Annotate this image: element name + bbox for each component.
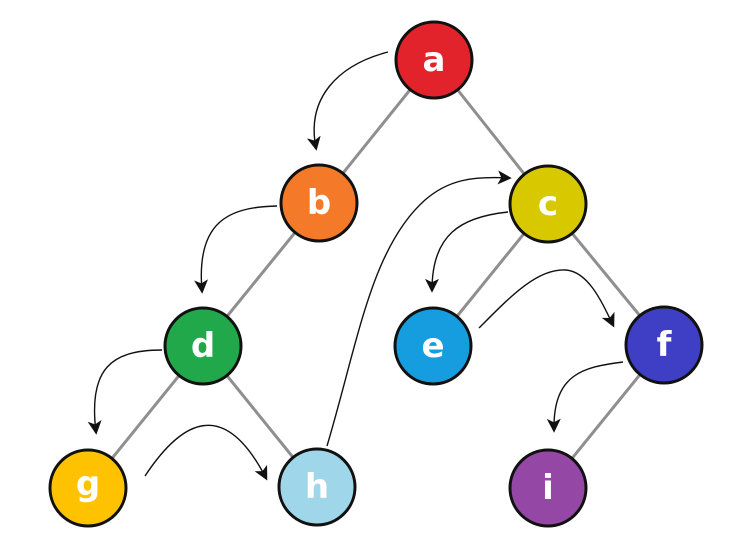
- traversal-arrow-a-to-b: [306, 51, 389, 151]
- traversal-arrow-layer: [87, 51, 624, 481]
- traversal-arrow-d-to-g: [87, 349, 163, 435]
- node-b-label: b: [307, 183, 331, 223]
- node-d-label: d: [191, 326, 215, 366]
- node-c-label: c: [538, 184, 558, 224]
- node-b: b: [279, 163, 359, 243]
- node-g-circle: [48, 448, 128, 528]
- node-layer: a b c d e f g h: [48, 20, 704, 528]
- node-e-label: e: [421, 326, 444, 366]
- traversal-arrow-c-to-e: [425, 211, 509, 293]
- node-c-circle: [508, 164, 588, 244]
- traversal-arrow-b-to-d: [194, 205, 278, 294]
- node-g: g: [48, 448, 128, 528]
- node-i-label: i: [542, 468, 554, 508]
- node-g-label: g: [76, 464, 100, 504]
- node-e-circle: [393, 306, 473, 386]
- node-i-circle: [508, 448, 588, 528]
- node-f-label: f: [657, 325, 673, 365]
- traversal-arrow-f-to-i: [546, 361, 624, 433]
- node-e: e: [393, 306, 473, 386]
- node-b-circle: [279, 163, 359, 243]
- node-d: d: [163, 306, 243, 386]
- node-h-circle: [277, 447, 357, 527]
- traversal-arrow-h-to-c: [326, 170, 512, 447]
- node-c: c: [508, 164, 588, 244]
- node-f: f: [624, 305, 704, 385]
- node-h-label: h: [305, 467, 329, 507]
- traversal-arrow-g-to-h: [144, 424, 268, 481]
- node-h: h: [277, 447, 357, 527]
- node-a-circle: [394, 20, 474, 100]
- node-a: a: [394, 20, 474, 100]
- node-f-circle: [624, 305, 704, 385]
- node-i: i: [508, 448, 588, 528]
- traversal-arrow-e-to-f: [478, 269, 615, 329]
- node-d-circle: [163, 306, 243, 386]
- node-a-label: a: [423, 40, 446, 80]
